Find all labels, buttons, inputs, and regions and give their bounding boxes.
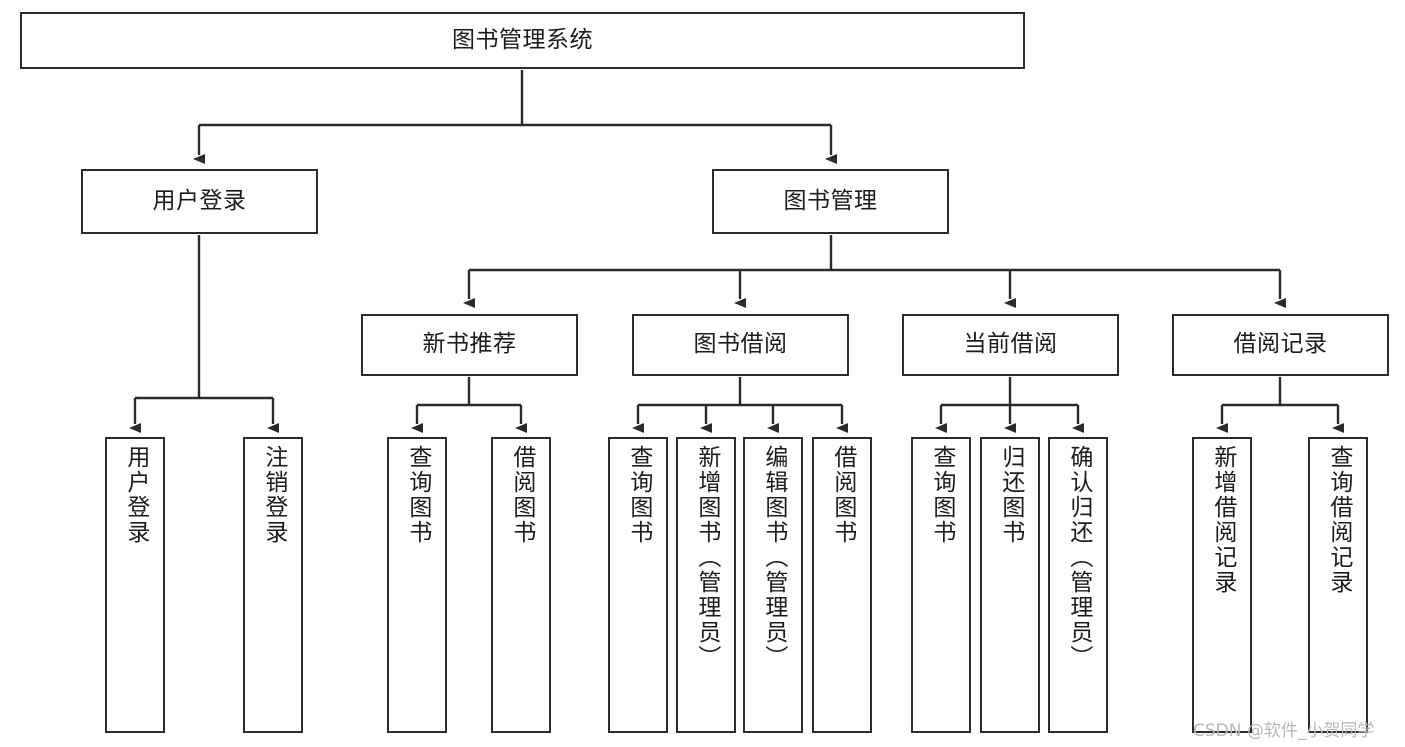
node-label: 归还图书 xyxy=(997,445,1024,545)
node-leaf-edit-book-admin[interactable]: 编辑图书（管理员） xyxy=(743,437,803,733)
node-label: 当前借阅 xyxy=(963,331,1058,358)
node-label: 确认归还（管理员） xyxy=(1065,445,1092,670)
node-borrow-record[interactable]: 借阅记录 xyxy=(1172,314,1389,376)
node-user-login[interactable]: 用户登录 xyxy=(81,169,318,234)
node-leaf-return-book[interactable]: 归还图书 xyxy=(980,437,1040,733)
node-root-book-management-system[interactable]: 图书管理系统 xyxy=(20,12,1025,69)
node-label: 查询图书 xyxy=(928,445,955,545)
node-label: 借阅图书 xyxy=(829,445,856,545)
node-label: 新书推荐 xyxy=(422,331,517,358)
node-current-borrow[interactable]: 当前借阅 xyxy=(902,314,1119,376)
watermark-text: CSDN @软件_小贺同学 xyxy=(1193,721,1375,741)
node-leaf-add-borrow-record[interactable]: 新增借阅记录 xyxy=(1192,437,1252,733)
node-label: 用户登录 xyxy=(122,445,149,545)
node-leaf-user-logout[interactable]: 注销登录 xyxy=(243,437,303,733)
node-book-borrow[interactable]: 图书借阅 xyxy=(632,314,849,376)
node-label: 图书借阅 xyxy=(693,331,788,358)
node-leaf-query-book-current[interactable]: 查询图书 xyxy=(911,437,971,733)
node-label: 用户登录 xyxy=(152,187,247,214)
node-leaf-add-book-admin[interactable]: 新增图书（管理员） xyxy=(676,437,736,733)
node-label: 图书管理 xyxy=(783,187,878,214)
node-label: 借阅记录 xyxy=(1233,331,1328,358)
node-leaf-query-borrow-record[interactable]: 查询借阅记录 xyxy=(1308,437,1368,733)
node-leaf-query-book-borrow[interactable]: 查询图书 xyxy=(608,437,668,733)
node-label: 注销登录 xyxy=(260,445,287,545)
node-leaf-borrow-book[interactable]: 借阅图书 xyxy=(812,437,872,733)
node-label: 查询图书 xyxy=(404,445,431,545)
node-label: 新增借阅记录 xyxy=(1209,445,1236,595)
node-leaf-user-login[interactable]: 用户登录 xyxy=(105,437,165,733)
node-leaf-confirm-return-admin[interactable]: 确认归还（管理员） xyxy=(1048,437,1108,733)
node-label: 编辑图书（管理员） xyxy=(760,445,787,670)
node-leaf-query-book-recommend[interactable]: 查询图书 xyxy=(387,437,447,733)
node-label: 新增图书（管理员） xyxy=(693,445,720,670)
node-label: 查询图书 xyxy=(625,445,652,545)
node-leaf-borrow-book-recommend[interactable]: 借阅图书 xyxy=(491,437,551,733)
node-label: 图书管理系统 xyxy=(452,26,593,53)
node-label: 借阅图书 xyxy=(508,445,535,545)
node-label: 查询借阅记录 xyxy=(1325,445,1352,595)
node-new-book-recommend[interactable]: 新书推荐 xyxy=(361,314,578,376)
node-book-management[interactable]: 图书管理 xyxy=(712,169,949,234)
